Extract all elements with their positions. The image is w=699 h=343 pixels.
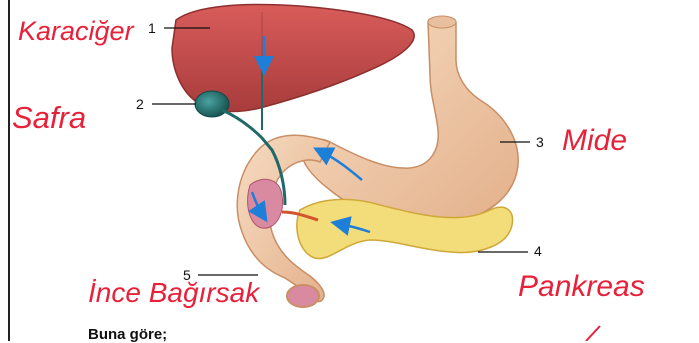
intestine-opening <box>287 285 319 307</box>
red-pen-mark <box>586 326 600 341</box>
label-number-1: 1 <box>148 20 156 36</box>
label-number-3: 3 <box>536 134 544 150</box>
duodenum-cut-section <box>248 179 283 228</box>
question-intro-text: Buna göre; <box>88 326 167 343</box>
gallbladder <box>195 91 229 117</box>
esophagus-opening <box>428 16 456 28</box>
label-number-2: 2 <box>136 96 144 112</box>
handwritten-bile: Safra <box>12 100 86 135</box>
handwritten-liver: Karaciğer <box>18 16 135 46</box>
handwritten-stomach: Mide <box>562 124 627 157</box>
handwritten-pancreas: Pankreas <box>518 270 645 303</box>
label-number-4: 4 <box>534 243 542 259</box>
handwritten-small-intestine: İnce Bağırsak <box>88 277 261 308</box>
